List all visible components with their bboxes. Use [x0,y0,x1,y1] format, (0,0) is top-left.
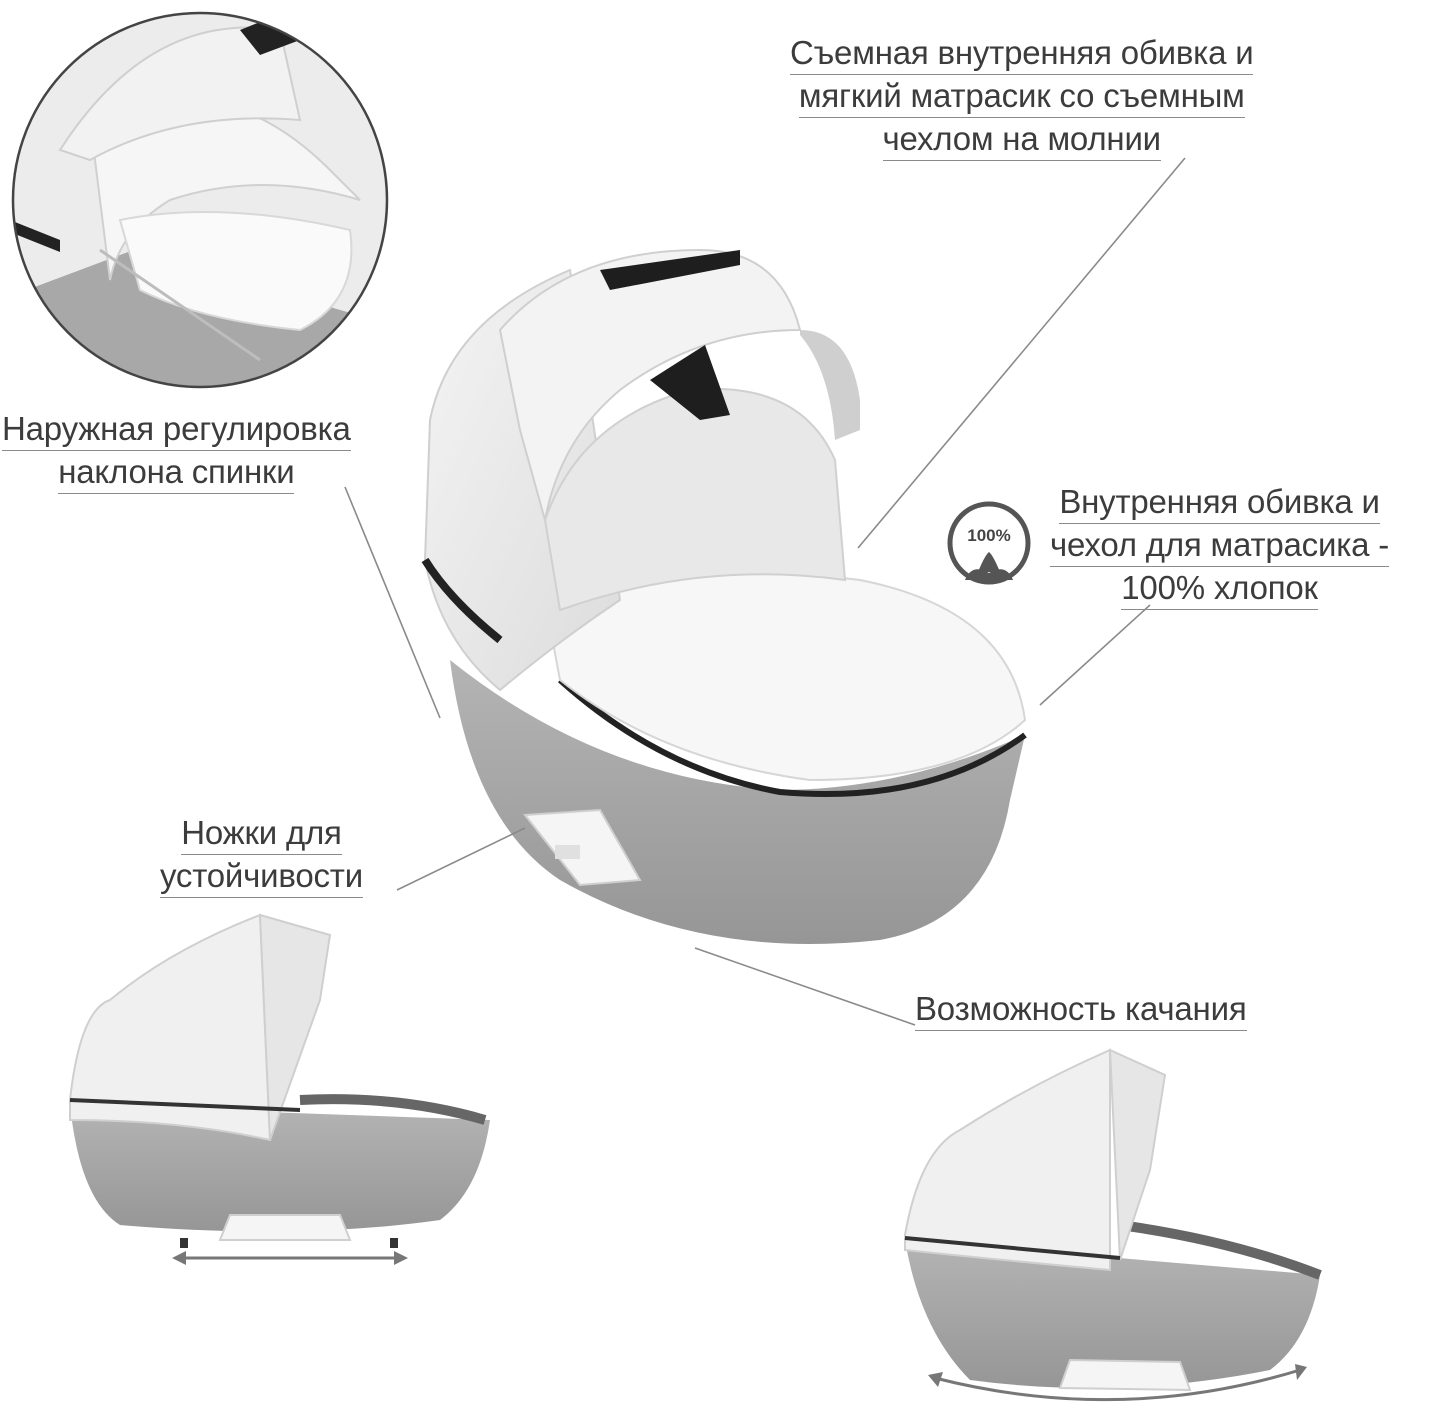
label-line: Наружная регулировка [2,408,351,451]
label-line: наклона спинки [58,451,295,494]
stable-arrow [172,1251,408,1265]
rocking-arrow [928,1364,1307,1402]
label-line: Возможность качания [915,988,1247,1031]
leader-cotton-upholstery [1039,604,1151,706]
label-line: мягкий матрасик со съемным [798,75,1245,118]
label-line: устойчивости [160,855,363,898]
label-rocking: Возможность качания [915,988,1247,1031]
side-carrycot-left [69,913,490,1265]
label-line: чехлом на молнии [882,118,1161,161]
label-backrest-adjustment: Наружная регулировка наклона спинки [2,408,351,494]
label-cotton-upholstery: Внутренняя обивка и чехол для матрасика … [1050,481,1389,610]
cotton-badge-text: 100% [967,526,1010,545]
leader-lines [344,157,1186,1026]
label-line: 100% хлопок [1121,567,1318,610]
label-line: Внутренняя обивка и [1059,481,1380,524]
leader-rocking [694,947,916,1026]
main-carrycot [421,248,1027,944]
zoom-detail-circle [11,11,389,389]
label-stability-legs: Ножки для устойчивости [160,812,363,898]
cotton-flower-icon [965,552,1013,580]
leader-stability-legs [396,827,526,891]
label-line: чехол для матрасика - [1050,524,1389,567]
label-removable-upholstery: Съемная внутренняя обивка и мягкий матра… [790,32,1254,161]
side-carrycot-right [904,1048,1322,1402]
cotton-badge [947,501,1031,585]
label-line: Съемная внутренняя обивка и [790,32,1254,75]
leader-backrest-adjustment [344,486,441,719]
label-line: Ножки для [181,812,342,855]
leader-removable-upholstery [857,157,1186,549]
